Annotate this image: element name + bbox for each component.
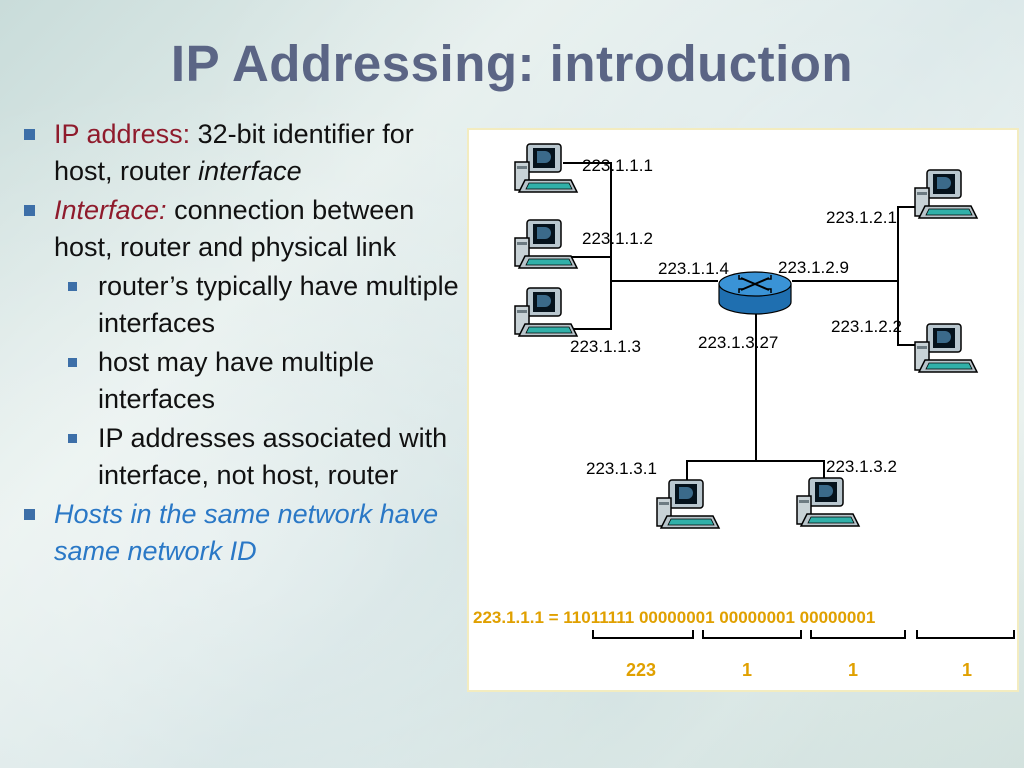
- address-label: 223.1.2.1: [826, 208, 897, 227]
- sub-bullet-marker: [68, 434, 77, 443]
- address-label: 223.1.1.3: [570, 337, 641, 356]
- address-label: 223.1.1.2: [582, 229, 653, 248]
- sub-bullet-ip-associated: IP addresses associated with interface, …: [18, 420, 468, 494]
- bullet-ip-address: IP address: 32-bit identifier for host, …: [18, 116, 468, 190]
- sub-bullet-marker: [68, 282, 77, 291]
- host-computer-icon: [514, 219, 579, 269]
- sub-bullet-text: router’s typically have multiple interfa…: [98, 271, 459, 338]
- wire: [755, 304, 757, 462]
- bullet-marker: [24, 205, 35, 216]
- host-computer-icon: [514, 287, 579, 337]
- host-computer-icon: [796, 477, 861, 527]
- octet-value: 1: [742, 660, 753, 680]
- bullet-interface: Interface: connection between host, rout…: [18, 192, 468, 266]
- wire: [610, 280, 718, 282]
- wire: [563, 256, 611, 258]
- wire: [686, 460, 824, 462]
- bullet-interface-text: connection between host, router and phys…: [54, 195, 415, 262]
- wire: [563, 328, 611, 330]
- address-label: 223.1.3.27: [698, 333, 779, 352]
- sub-bullet-text: IP addresses associated with interface, …: [98, 423, 448, 490]
- bullet-same-network: Hosts in the same network have same netw…: [18, 496, 468, 570]
- wire: [792, 280, 898, 282]
- octet-value: 1: [848, 660, 859, 680]
- address-label: 223.1.2.9: [778, 258, 849, 277]
- bullet-marker: [24, 129, 35, 140]
- router-icon: [718, 271, 792, 315]
- host-computer-icon: [914, 323, 979, 373]
- octet-value: 223: [626, 660, 657, 680]
- wire: [897, 344, 915, 346]
- wire: [563, 162, 611, 164]
- host-computer-icon: [914, 169, 979, 219]
- address-label: 223.1.2.2: [831, 317, 902, 336]
- bullet-same-network-text: Hosts in the same network have same netw…: [54, 499, 439, 566]
- bullet-ip-address-text: 32-bit identifier for host, router: [54, 119, 414, 186]
- host-computer-icon: [656, 479, 721, 529]
- address-label: 223.1.1.4: [658, 259, 729, 278]
- address-label: 223.1.1.1: [582, 156, 653, 175]
- wire: [610, 162, 612, 330]
- wire: [823, 460, 825, 482]
- wire: [897, 206, 915, 208]
- network-diagram: 223.1.1.1 223.1.1.2 223.1.1.3 223.1.1.4 …: [467, 128, 1019, 692]
- bullet-list: IP address: 32-bit identifier for host, …: [18, 116, 468, 572]
- address-label: 223.1.3.2: [826, 457, 897, 476]
- bullet-interface-label: Interface:: [54, 195, 167, 225]
- wire: [686, 460, 688, 482]
- wire: [897, 206, 899, 346]
- address-label: 223.1.3.1: [586, 459, 657, 478]
- octet-braces: [592, 630, 1015, 639]
- octet-value: 1: [962, 660, 973, 680]
- binary-address: 223.1.1.1 = 11011111 00000001 00000001 0…: [473, 608, 876, 627]
- slide-title: IP Addressing: introduction: [170, 35, 854, 92]
- sub-bullet-router-interfaces: router’s typically have multiple interfa…: [18, 268, 468, 342]
- host-computer-icon: [514, 143, 579, 193]
- sub-bullet-text: host may have multiple interfaces: [98, 347, 375, 414]
- bullet-marker: [24, 509, 35, 520]
- bullet-ip-address-label: IP address:: [54, 119, 191, 149]
- sub-bullet-host-interfaces: host may have multiple interfaces: [18, 344, 468, 418]
- sub-bullet-marker: [68, 358, 77, 367]
- bullet-ip-address-italic: interface: [198, 156, 302, 186]
